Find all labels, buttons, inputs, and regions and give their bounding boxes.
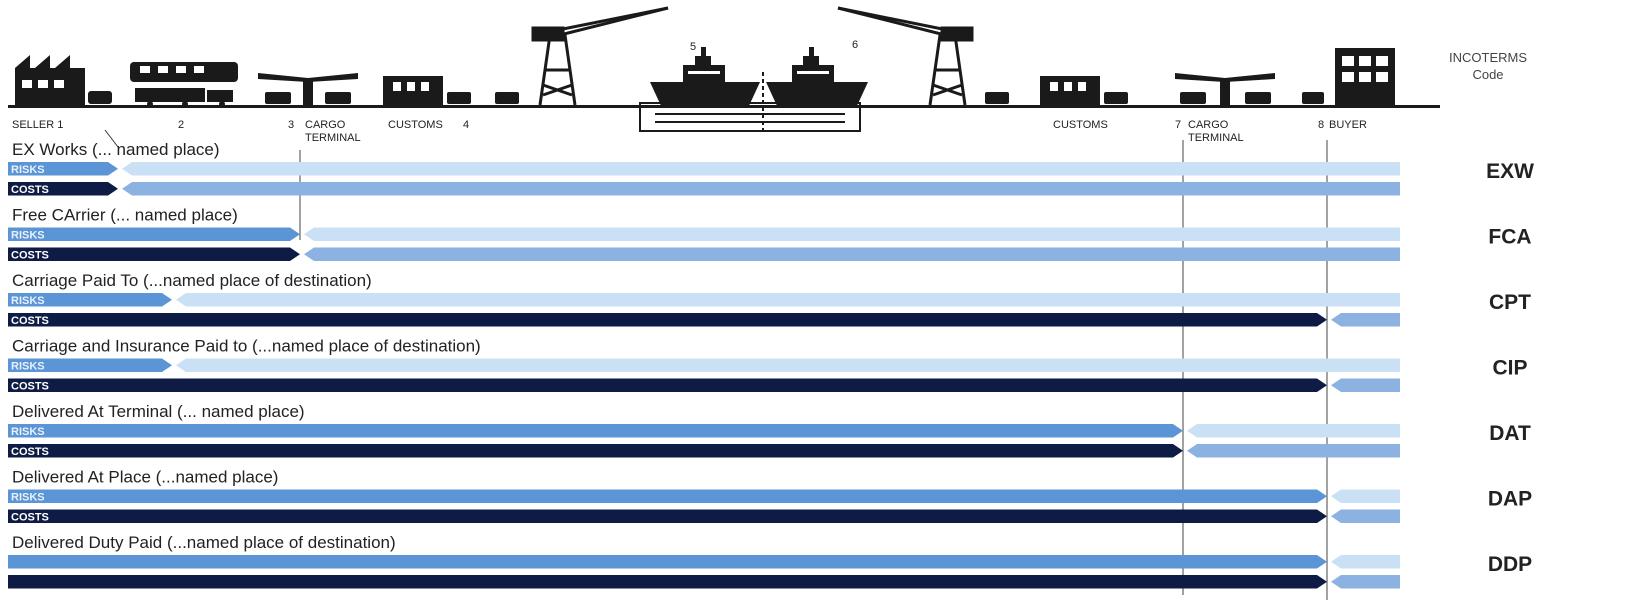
risks-seller-bar (8, 162, 118, 176)
customs-origin-label: CUSTOMS (388, 119, 443, 131)
costs-buyer-bar (1331, 313, 1400, 327)
cargo-terminal-origin-label: CARGO (305, 119, 346, 131)
costs-label: COSTS (11, 184, 49, 196)
customs-destination-label: CUSTOMS (1053, 119, 1108, 131)
point-8-label: 8 (1318, 119, 1324, 131)
risks-buyer-bar (176, 358, 1400, 372)
seller-pointer (104, 129, 119, 148)
terminal-icon (258, 73, 358, 105)
term-code: FCA (1488, 226, 1531, 249)
buyer-label: BUYER (1329, 119, 1367, 131)
risks-seller-bar (8, 424, 1183, 438)
terminal-icon (1175, 73, 1324, 105)
term-title: Carriage Paid To (...named place of dest… (12, 271, 372, 290)
incoterms-rows: EX Works (... named place)EXWRISKSCOSTSF… (8, 140, 1534, 589)
term-title: Delivered At Place (...named place) (12, 468, 278, 487)
cargo-terminal-destination-label: CARGO (1188, 119, 1229, 131)
term-title: EX Works (... named place) (12, 140, 220, 159)
point-2-label: 2 (178, 119, 184, 131)
costs-label: COSTS (11, 512, 49, 524)
costs-seller-bar (8, 444, 1183, 458)
risks-seller-bar (8, 555, 1327, 569)
costs-seller-bar (8, 378, 1327, 392)
factory-icon (15, 55, 112, 105)
ship-icon (650, 47, 760, 108)
point-5-label: 5 (690, 41, 696, 53)
costs-seller-bar (8, 509, 1327, 523)
risks-buyer-bar (1331, 555, 1400, 569)
logistics-illustration: 5 6 (8, 6, 1527, 132)
risks-label: RISKS (11, 230, 45, 242)
risks-buyer-bar (1331, 489, 1400, 503)
risks-seller-bar (8, 489, 1327, 503)
term-code: DAT (1489, 422, 1531, 445)
crane-icon (531, 6, 669, 106)
risks-buyer-bar (304, 227, 1400, 241)
costs-buyer-bar (122, 182, 1400, 196)
cargo-terminal-origin-label-2: TERMINAL (305, 132, 361, 144)
risks-buyer-bar (1187, 424, 1400, 438)
risks-buyer-bar (122, 162, 1400, 176)
term-row-ddp: Delivered Duty Paid (...named place of d… (8, 533, 1532, 589)
term-code: EXW (1486, 160, 1534, 183)
point-4-label: 4 (463, 119, 469, 131)
costs-buyer-bar (1331, 378, 1400, 392)
term-code: DAP (1488, 488, 1532, 511)
point-7-label: 7 (1175, 119, 1181, 131)
costs-seller-bar (8, 313, 1327, 327)
risks-label: RISKS (11, 492, 45, 504)
costs-buyer-bar (1331, 575, 1400, 589)
ship-icon (766, 47, 868, 108)
term-title: Delivered Duty Paid (...named place of d… (12, 533, 396, 552)
costs-buyer-bar (1187, 444, 1400, 458)
crane-icon (837, 6, 974, 106)
incoterms-header: INCOTERMS (1449, 50, 1527, 65)
risks-seller-bar (8, 293, 172, 307)
term-row-dap: Delivered At Place (...named place) DAP RI… (8, 468, 1532, 524)
term-title: Delivered At Terminal (... named place) (12, 402, 305, 421)
point-3-label: 3 (288, 119, 294, 131)
cargo-terminal-destination-label-2: TERMINAL (1188, 132, 1244, 144)
risks-seller-bar (8, 227, 300, 241)
costs-label: COSTS (11, 446, 49, 458)
term-code: DDP (1488, 553, 1532, 576)
costs-seller-bar (8, 575, 1327, 589)
code-header: Code (1472, 67, 1503, 82)
risks-buyer-bar (176, 293, 1400, 307)
term-row-exw: EX Works (... named place) EXW RISKS COSTS (8, 140, 1534, 196)
risks-label: RISKS (11, 361, 45, 373)
warehouse-icon (985, 76, 1128, 105)
point-6-label: 6 (852, 39, 858, 51)
term-row-cpt: Carriage Paid To (...named place of dest… (8, 271, 1531, 327)
term-title: Free CArrier (... named place) (12, 206, 238, 225)
train-truck-icon (130, 62, 238, 107)
term-row-dat: Delivered At Terminal (... named place) D… (8, 402, 1531, 458)
costs-buyer-bar (304, 247, 1400, 261)
costs-label: COSTS (11, 250, 49, 262)
costs-seller-bar (8, 247, 300, 261)
term-row-cip: Carriage and Insurance Paid to (...named… (8, 337, 1528, 393)
costs-seller-bar (8, 182, 118, 196)
risks-label: RISKS (11, 164, 45, 176)
risks-seller-bar (8, 358, 172, 372)
term-title: Carriage and Insurance Paid to (...named… (12, 337, 481, 356)
term-code: CPT (1489, 291, 1531, 314)
costs-buyer-bar (1331, 509, 1400, 523)
risks-label: RISKS (11, 295, 45, 307)
term-row-fca: Free CArrier (... named place) FCA RISKS CO… (8, 206, 1532, 262)
building-icon (1335, 48, 1395, 105)
term-code: CIP (1492, 357, 1527, 380)
risks-label: RISKS (11, 426, 45, 438)
location-labels: SELLER 1 2 3 CARGO TERMINAL CUSTOMS 4 CU… (12, 119, 1367, 148)
costs-label: COSTS (11, 315, 49, 327)
seller-label: SELLER 1 (12, 119, 63, 131)
warehouse-icon (383, 76, 519, 105)
costs-label: COSTS (11, 381, 49, 393)
